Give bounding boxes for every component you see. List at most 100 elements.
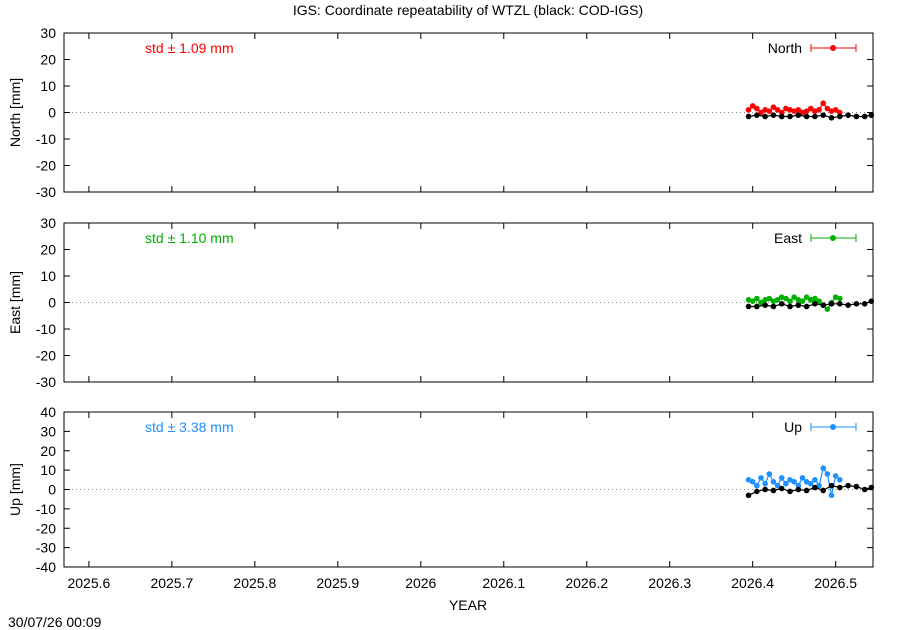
up-data-point (770, 487, 777, 494)
north-data-point (787, 113, 793, 120)
north-data-point (778, 113, 785, 120)
east-ytick-label: -20 (36, 348, 56, 364)
up-data-point (861, 486, 868, 493)
east-data-point (754, 303, 760, 310)
north-data-point (861, 113, 868, 120)
north-data-point (853, 113, 860, 120)
east-data-point (824, 306, 831, 312)
east-data-point (762, 302, 768, 308)
east-data-point (812, 295, 818, 302)
north-data-point (745, 113, 752, 120)
north-data-point (820, 100, 827, 107)
north-data-point (795, 112, 802, 118)
up-data-point (774, 482, 781, 489)
north-data-point (824, 105, 831, 112)
up-data-point (824, 471, 831, 477)
up-ytick-label: 40 (40, 404, 56, 420)
up-data-point (812, 477, 818, 483)
up-data-point (783, 480, 789, 487)
up-data-point (791, 478, 797, 485)
up-data-point (816, 482, 822, 489)
up-ytick-label: -40 (36, 559, 56, 575)
north-legend-label: North (768, 40, 802, 56)
east-data-point (803, 303, 810, 310)
x-axis-label: YEAR (449, 597, 487, 613)
north-data-point (816, 107, 822, 113)
x-tick-label: 2025.7 (150, 575, 193, 591)
east-data-point (787, 303, 793, 310)
x-tick-label: 2025.6 (67, 575, 110, 591)
north-data-point (754, 105, 760, 112)
up-data-point (853, 483, 860, 490)
east-data-point (816, 298, 822, 304)
up-data-point (766, 471, 773, 477)
up-data-point (795, 486, 802, 493)
east-data-point (778, 301, 785, 307)
up-data-point (828, 482, 835, 489)
up-ytick-label: -20 (36, 520, 56, 536)
up-data-point (845, 482, 851, 489)
north-ytick-label: 20 (40, 52, 56, 68)
up-data-point (745, 492, 752, 499)
up-data-point (837, 477, 843, 483)
up-data-point (795, 482, 802, 489)
north-ytick-label: -30 (36, 184, 56, 200)
east-data-point (799, 298, 806, 304)
up-data-point (778, 475, 785, 481)
up-data-point (754, 488, 760, 495)
east-data-point (766, 295, 773, 302)
east-ytick-label: 20 (40, 242, 56, 258)
x-tick-label: 2026.1 (482, 575, 525, 591)
north-data-point (766, 108, 773, 114)
north-data-point (812, 113, 818, 120)
up-ytick-label: 20 (40, 443, 56, 459)
x-tick-label: 2026.3 (648, 575, 691, 591)
east-data-point (803, 294, 810, 301)
north-data-point (762, 113, 768, 120)
east-ytick-label: 30 (40, 215, 56, 231)
up-data-point (745, 477, 752, 483)
x-tick-label: 2025.8 (233, 575, 276, 591)
up-series-line-black (748, 484, 872, 496)
timestamp: 30/07/26 00:09 (8, 614, 102, 630)
up-legend-marker (830, 424, 836, 430)
east-data-point (791, 294, 797, 301)
north-data-point (758, 109, 764, 116)
up-data-point (770, 478, 777, 485)
east-data-point (745, 303, 752, 310)
up-data-point (807, 480, 814, 487)
north-data-point (803, 113, 810, 120)
x-tick-label: 2026 (405, 575, 436, 591)
up-data-point (758, 475, 764, 481)
east-data-point (845, 302, 851, 308)
up-ytick-label: 0 (48, 482, 56, 498)
north-data-point (837, 113, 843, 120)
up-ytick-label: 30 (40, 423, 56, 439)
east-data-point (787, 298, 793, 304)
up-data-point (828, 492, 835, 499)
east-data-point (812, 301, 818, 307)
east-data-point (783, 295, 789, 302)
east-std-label: std ± 1.10 mm (145, 230, 234, 246)
east-data-point (861, 301, 868, 307)
x-tick-label: 2026.5 (814, 575, 857, 591)
north-std-label: std ± 1.09 mm (145, 40, 234, 56)
north-data-point (745, 107, 752, 113)
north-data-point (770, 104, 777, 110)
east-data-point (837, 295, 843, 302)
north-data-point (803, 108, 810, 114)
north-data-point (837, 109, 843, 116)
north-ytick-label: 0 (48, 105, 56, 121)
up-data-point (820, 465, 827, 471)
east-series-line-black (748, 300, 872, 308)
north-data-point (868, 112, 875, 118)
up-ytick-label: -30 (36, 540, 56, 556)
up-data-point (868, 484, 875, 491)
x-tick-label: 2025.9 (316, 575, 359, 591)
north-data-point (795, 107, 802, 113)
up-y-axis-label: Up [mm] (7, 463, 23, 516)
east-data-point (754, 295, 760, 302)
up-data-point (832, 473, 839, 479)
up-ytick-label: -10 (36, 501, 56, 517)
up-data-point (803, 487, 810, 494)
